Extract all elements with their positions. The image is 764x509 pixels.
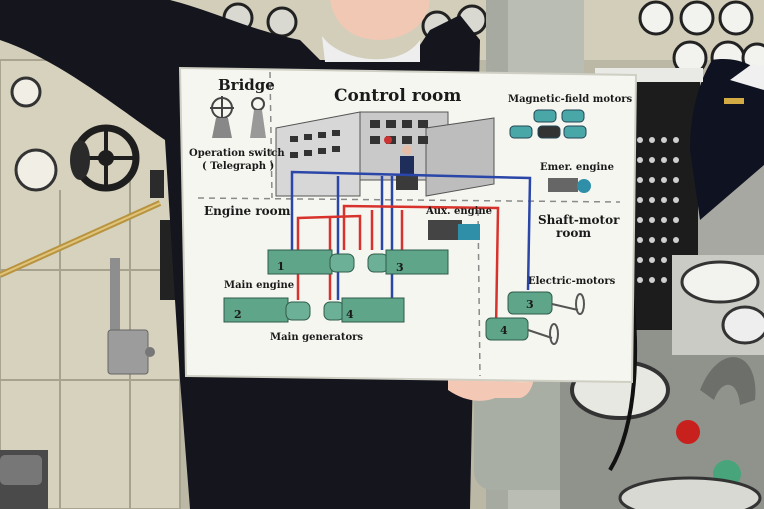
label-control-room: Control room	[334, 86, 461, 106]
electric-motor-4	[485, 317, 559, 345]
label-electric-motors: Electric-motors	[528, 276, 616, 287]
person-chin	[330, 0, 430, 40]
magnetic-field-motors-icon	[509, 109, 587, 139]
label-main-engine: Main engine	[224, 280, 294, 291]
generator-2	[223, 297, 311, 323]
red-button	[676, 420, 700, 444]
label-emer-engine: Emer. engine	[540, 162, 614, 173]
number-motor-3: 3	[526, 298, 534, 311]
generator-4	[323, 297, 405, 323]
officer	[690, 59, 764, 220]
number-generator-1: 1	[277, 260, 285, 273]
label-shaft-motor: Shaft-motor	[538, 213, 620, 227]
phone-handset	[700, 357, 756, 405]
generator-3	[367, 249, 449, 275]
number-motor-4: 4	[500, 324, 508, 337]
label-telegraph: ( Telegraph )	[202, 161, 274, 172]
poster: Bridge Control room Magnetic-field motor…	[178, 66, 638, 384]
number-generator-4: 4	[346, 308, 354, 321]
label-main-generators: Main generators	[270, 332, 363, 343]
divider-horizontal	[197, 197, 621, 203]
hand-wheel	[70, 124, 140, 192]
label-engine-room: Engine room	[204, 204, 291, 218]
label-aux-engine: Aux. engine	[425, 206, 492, 217]
emer-engine-icon	[548, 178, 591, 193]
gauge-left	[14, 148, 58, 192]
label-magnetic-field-motors: Magnetic-field motors	[508, 94, 633, 105]
label-room: room	[556, 226, 591, 240]
aux-engine-icon	[428, 220, 480, 240]
number-generator-3: 3	[396, 261, 404, 274]
wiring	[290, 170, 532, 331]
label-bridge: Bridge	[218, 76, 275, 94]
person-collar	[322, 36, 420, 62]
electric-motor-3	[507, 291, 585, 315]
telegraph-icon	[210, 96, 266, 138]
generator-1	[267, 249, 355, 275]
gauge-right	[680, 260, 760, 304]
lever	[107, 258, 155, 375]
number-generator-2: 2	[234, 308, 242, 321]
label-operation-switch: Operation switch	[189, 148, 285, 159]
